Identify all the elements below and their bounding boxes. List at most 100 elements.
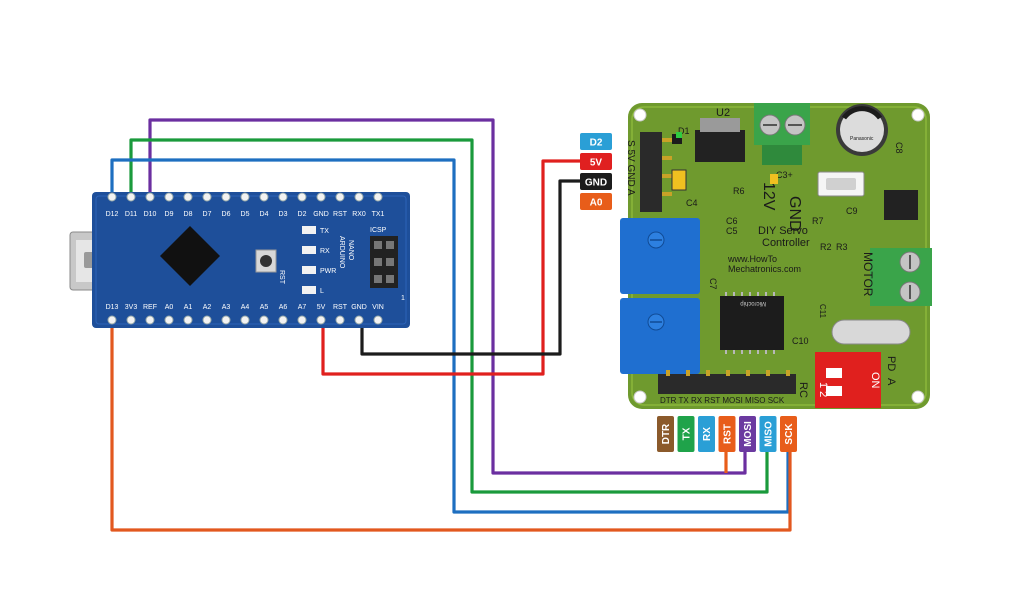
nano-top-pin-label: D5 — [241, 211, 250, 218]
nano-top-pin-label: TX1 — [372, 211, 385, 218]
c7-label: C7 — [708, 278, 718, 290]
bottom-tag-bg — [657, 416, 674, 452]
nano-name-line2: NANO — [347, 240, 354, 261]
motor-terminal — [870, 248, 932, 306]
dip-pd-label: PD — [885, 356, 897, 371]
electrolytic-capacitor: Panasonic C8 — [836, 104, 904, 156]
nano-bottom-pin-label: GND — [351, 304, 367, 311]
crystal-oscillator — [831, 319, 911, 345]
c9-label: C9 — [846, 206, 858, 216]
nano-bottom-pin-label: A4 — [241, 304, 250, 311]
nano-bottom-pin — [297, 315, 307, 325]
wire-d10-mosi — [148, 118, 747, 475]
nano-mcu-chip — [160, 226, 220, 286]
bottom-tag-label: RX — [702, 427, 713, 441]
nano-bottom-pin-label: RST — [333, 304, 348, 311]
dip-switch[interactable]: ON 1 2 — [815, 352, 881, 408]
nano-top-pin — [354, 192, 364, 202]
top-header-label: S 5V GND A — [625, 140, 636, 196]
c3-label: C3+ — [776, 170, 793, 180]
c4-label: C4 — [686, 198, 698, 208]
nano-top-pin-label: D7 — [203, 211, 212, 218]
nano-name-line1: ARDUINO — [338, 236, 345, 269]
bottom-tag-label: RST — [723, 424, 734, 444]
nano-top-pin-label: D6 — [222, 211, 231, 218]
nano-top-pin — [126, 192, 136, 202]
nano-bottom-pin — [373, 315, 383, 325]
servo-controller-board: S 5V GND A U2 D1 12V GND Panasonic C8 — [620, 103, 932, 409]
nano-bottom-pin-label: A3 — [222, 304, 231, 311]
nano-bottom-pin-label: 5V — [317, 304, 326, 311]
nano-bottom-pin — [316, 315, 326, 325]
board-title-line2: Controller — [762, 237, 810, 249]
board-title-line1: DIY Servo — [758, 225, 808, 237]
nano-bottom-pin-label: A2 — [203, 304, 212, 311]
dip-a-label: A — [885, 378, 897, 386]
nano-top-pin-label: D3 — [279, 211, 288, 218]
nano-bottom-pin — [107, 315, 117, 325]
r3-label: R3 — [836, 242, 848, 252]
nano-bottom-pin — [145, 315, 155, 325]
bottom-tag-label: SCK — [784, 423, 795, 445]
led-l-label: L — [320, 288, 324, 295]
potentiometer-top[interactable] — [620, 218, 700, 294]
nano-top-pin — [202, 192, 212, 202]
u2-label: U2 — [716, 107, 730, 119]
nano-top-pin — [278, 192, 288, 202]
nano-bottom-pin-label: VIN — [372, 304, 384, 311]
c11-label: C11 — [818, 304, 827, 319]
nano-top-pin — [373, 192, 383, 202]
bottom-pin-tags: DTR TX RX RST MOSI MISO SCK — [657, 416, 797, 452]
d1-label: D1 — [678, 126, 690, 136]
bottom-tag-label: DTR — [661, 423, 672, 444]
rc-label: RC — [797, 382, 809, 398]
nano-bottom-pin-label: A7 — [298, 304, 307, 311]
nano-top-pin-label: RX0 — [352, 211, 366, 218]
nano-top-pin-label: D10 — [144, 211, 157, 218]
potentiometer-bottom[interactable] — [620, 298, 700, 374]
nano-bottom-pin-label: 3V3 — [125, 304, 138, 311]
bottom-tag-label: TX — [682, 427, 693, 440]
c6-label: C6 — [726, 216, 738, 226]
nano-top-pin — [259, 192, 269, 202]
nano-top-pin — [316, 192, 326, 202]
icsp-pin1-label: 1 — [401, 295, 405, 302]
board-url-line1: www.HowTo — [727, 254, 777, 264]
nano-bottom-pin-label: A5 — [260, 304, 269, 311]
bottom-tag-bg — [780, 416, 797, 452]
led-tx-label: TX — [320, 228, 329, 235]
left-tag-bg — [580, 173, 612, 190]
nano-bottom-pin — [259, 315, 269, 325]
nano-rst-label: RST — [278, 270, 285, 285]
top-servo-header: S 5V GND A — [625, 132, 672, 212]
wire-d12-sck — [110, 158, 790, 514]
nano-bottom-pin — [202, 315, 212, 325]
r7-label: R7 — [812, 216, 824, 226]
nano-bottom-pin-label: A6 — [279, 304, 288, 311]
cap-brand: Panasonic — [850, 136, 874, 142]
left-tag-label: A0 — [590, 198, 603, 209]
r2-label: R2 — [820, 242, 832, 252]
left-tag-label: GND — [585, 178, 607, 189]
bottom-tag-bg — [698, 416, 715, 452]
led-pwr-label: PWR — [320, 268, 336, 275]
power-terminal — [754, 103, 810, 165]
bottom-tag-label: MISO — [764, 421, 775, 447]
wire-d13-rst — [110, 320, 792, 532]
board-url-line2: Mechatronics.com — [728, 264, 801, 274]
left-tag-bg — [580, 153, 612, 170]
bottom-tag-bg — [677, 416, 695, 452]
nano-top-pin-label: D11 — [125, 211, 137, 218]
bottom-header-label: DTR TX RX RST MOSI MISO SCK — [660, 396, 785, 405]
nano-bottom-pin — [221, 315, 231, 325]
nano-top-pin-label: RST — [333, 211, 348, 218]
nano-bottom-pin — [126, 315, 136, 325]
nano-top-pin — [297, 192, 307, 202]
nano-top-pin-label: D2 — [298, 211, 307, 218]
motor-label: MOTOR — [861, 252, 875, 297]
bottom-tag-label: MOSI — [743, 421, 754, 447]
power-12v-label: 12V — [760, 182, 777, 211]
